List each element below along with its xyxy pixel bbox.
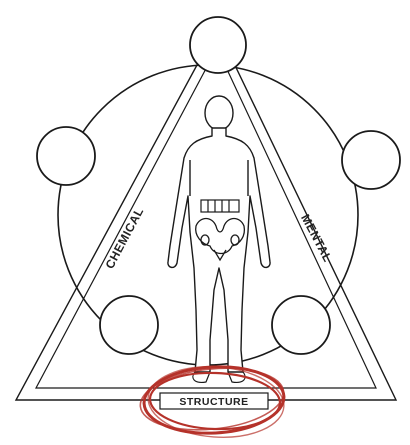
node-circle-bottom-right [272, 296, 330, 354]
node-circle-bottom-left [100, 296, 158, 354]
human-figure [168, 96, 270, 372]
mental-label: MENTAL [298, 212, 335, 265]
node-circle-right [342, 131, 400, 189]
structure-label: STRUCTURE [179, 396, 248, 408]
chemical-label: CHEMICAL [102, 205, 146, 271]
node-circle-left [37, 127, 95, 185]
node-circle-top [190, 17, 246, 73]
